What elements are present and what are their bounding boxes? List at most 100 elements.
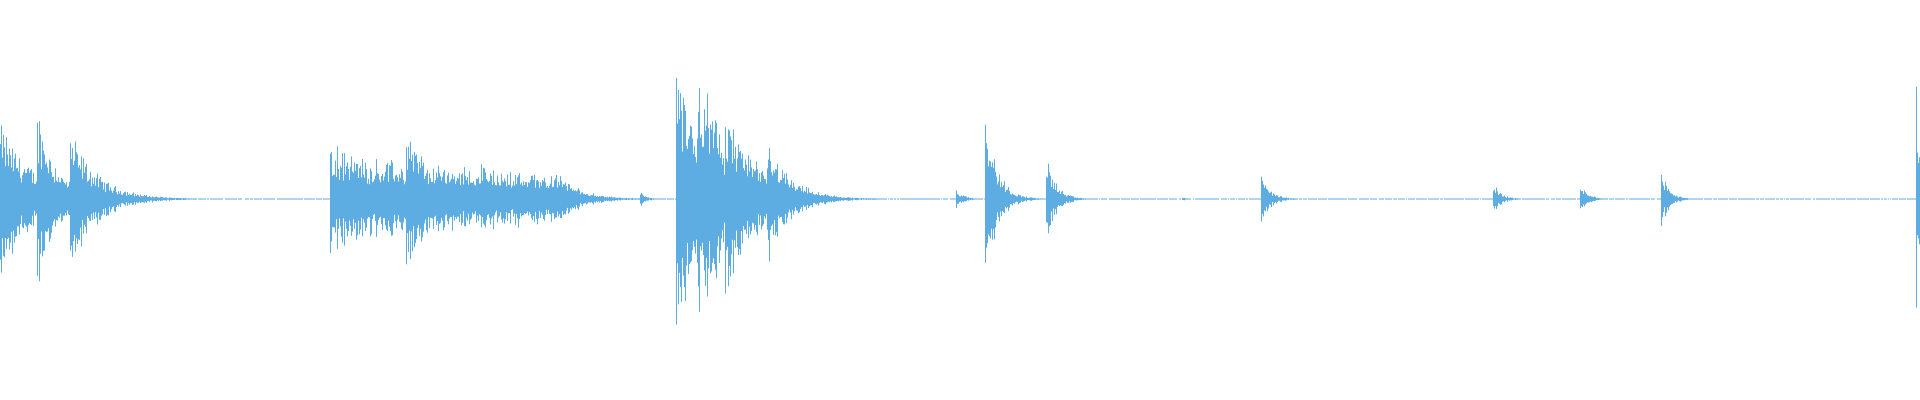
waveform-bar	[109, 190, 110, 207]
waveform-bar	[1831, 198, 1832, 200]
waveform-bar	[741, 158, 742, 232]
waveform-bar	[1063, 194, 1064, 205]
waveform-bar	[1659, 198, 1660, 200]
waveform-bar	[957, 194, 958, 204]
waveform-bar	[554, 180, 555, 220]
waveform-bar	[765, 179, 766, 219]
waveform-bar	[1527, 198, 1528, 200]
waveform-bar	[293, 198, 294, 200]
waveform-bar	[1331, 198, 1332, 200]
waveform-bar	[1339, 198, 1340, 200]
waveform-bar	[1024, 196, 1025, 202]
waveform-bar	[1038, 198, 1039, 200]
waveform-bar	[212, 198, 213, 200]
waveform-bar	[837, 197, 838, 201]
waveform-bar	[1459, 198, 1460, 200]
waveform-bar	[112, 192, 113, 207]
waveform-bar	[1076, 197, 1077, 201]
waveform-bar	[762, 171, 763, 227]
waveform-bar	[972, 197, 973, 201]
waveform-bar	[952, 198, 953, 200]
waveform-bar	[859, 198, 860, 200]
waveform-bar	[646, 197, 647, 201]
waveform-bar	[177, 198, 178, 200]
waveform-bar	[636, 198, 637, 200]
waveform-bar	[1050, 175, 1051, 225]
waveform-bar	[457, 177, 458, 217]
waveform-bar	[1203, 198, 1204, 200]
waveform-bar	[273, 198, 274, 200]
waveform-bar	[525, 182, 526, 215]
waveform-bar	[60, 182, 61, 214]
waveform-bar	[671, 198, 672, 200]
waveform-bar	[17, 167, 18, 227]
waveform-bar	[46, 162, 47, 232]
waveform-bar	[1423, 198, 1424, 200]
waveform-bar	[147, 197, 148, 201]
waveform-bar	[1437, 198, 1438, 200]
waveform-bar	[141, 196, 142, 203]
waveform-bar	[653, 198, 654, 200]
waveform-bar	[1334, 198, 1335, 200]
waveform-bar	[229, 198, 230, 200]
waveform-bar	[1851, 198, 1852, 200]
waveform-bar	[770, 161, 771, 230]
waveform-bar	[1171, 198, 1172, 200]
waveform-bar	[801, 191, 802, 208]
waveform-bar	[377, 173, 378, 226]
waveform-bar	[1472, 198, 1473, 200]
waveform-bar	[759, 173, 760, 225]
waveform-bar	[1579, 198, 1580, 200]
waveform-bar	[1583, 194, 1584, 205]
waveform-bar	[1039, 198, 1040, 200]
waveform-bar	[1034, 197, 1035, 200]
waveform-bar	[1001, 181, 1002, 217]
waveform-bar	[1324, 198, 1325, 200]
waveform-bar	[1626, 198, 1627, 200]
waveform-bar	[1019, 195, 1020, 204]
waveform-bar	[32, 182, 33, 216]
waveform-bar	[385, 171, 386, 226]
waveform-bar	[340, 165, 341, 227]
waveform-bar	[307, 198, 308, 200]
waveform-bar	[82, 178, 83, 221]
waveform-bar	[330, 154, 331, 253]
waveform-bar	[496, 185, 497, 211]
waveform-bar	[14, 158, 15, 243]
waveform-bar	[1105, 198, 1106, 200]
waveform-bar	[397, 177, 398, 220]
waveform-bar	[1690, 198, 1691, 200]
waveform-bar	[1318, 198, 1319, 200]
waveform-bar	[1451, 198, 1452, 200]
waveform-bar	[205, 198, 206, 200]
waveform-bar	[1745, 198, 1746, 200]
waveform-bar	[67, 187, 68, 211]
waveform-bar	[1864, 198, 1865, 200]
waveform-bar	[1742, 198, 1743, 200]
waveform-bar	[506, 186, 507, 213]
waveform-bar	[1619, 198, 1620, 200]
waveform-bar	[352, 171, 353, 232]
waveform-bar	[151, 197, 152, 201]
waveform-bar	[1238, 198, 1239, 200]
waveform-bar	[282, 198, 283, 200]
waveform-bar	[959, 196, 960, 203]
waveform-bar	[1015, 195, 1016, 203]
waveform-bar	[1591, 196, 1592, 203]
waveform-bar	[37, 122, 38, 276]
waveform-bar	[1376, 198, 1377, 200]
waveform-bar	[930, 198, 931, 200]
waveform-bar	[1725, 198, 1726, 200]
waveform-bar	[1595, 197, 1596, 201]
waveform-bar	[20, 177, 21, 224]
waveform-bar	[1110, 198, 1111, 200]
waveform-bar	[1496, 187, 1497, 209]
waveform-bar	[692, 138, 693, 251]
waveform-bar	[1570, 198, 1571, 200]
waveform-bar	[1170, 198, 1171, 200]
waveform-bar	[1839, 198, 1840, 200]
waveform-bar	[176, 198, 177, 201]
waveform-bar	[79, 165, 80, 241]
waveform-bar	[1587, 195, 1588, 203]
